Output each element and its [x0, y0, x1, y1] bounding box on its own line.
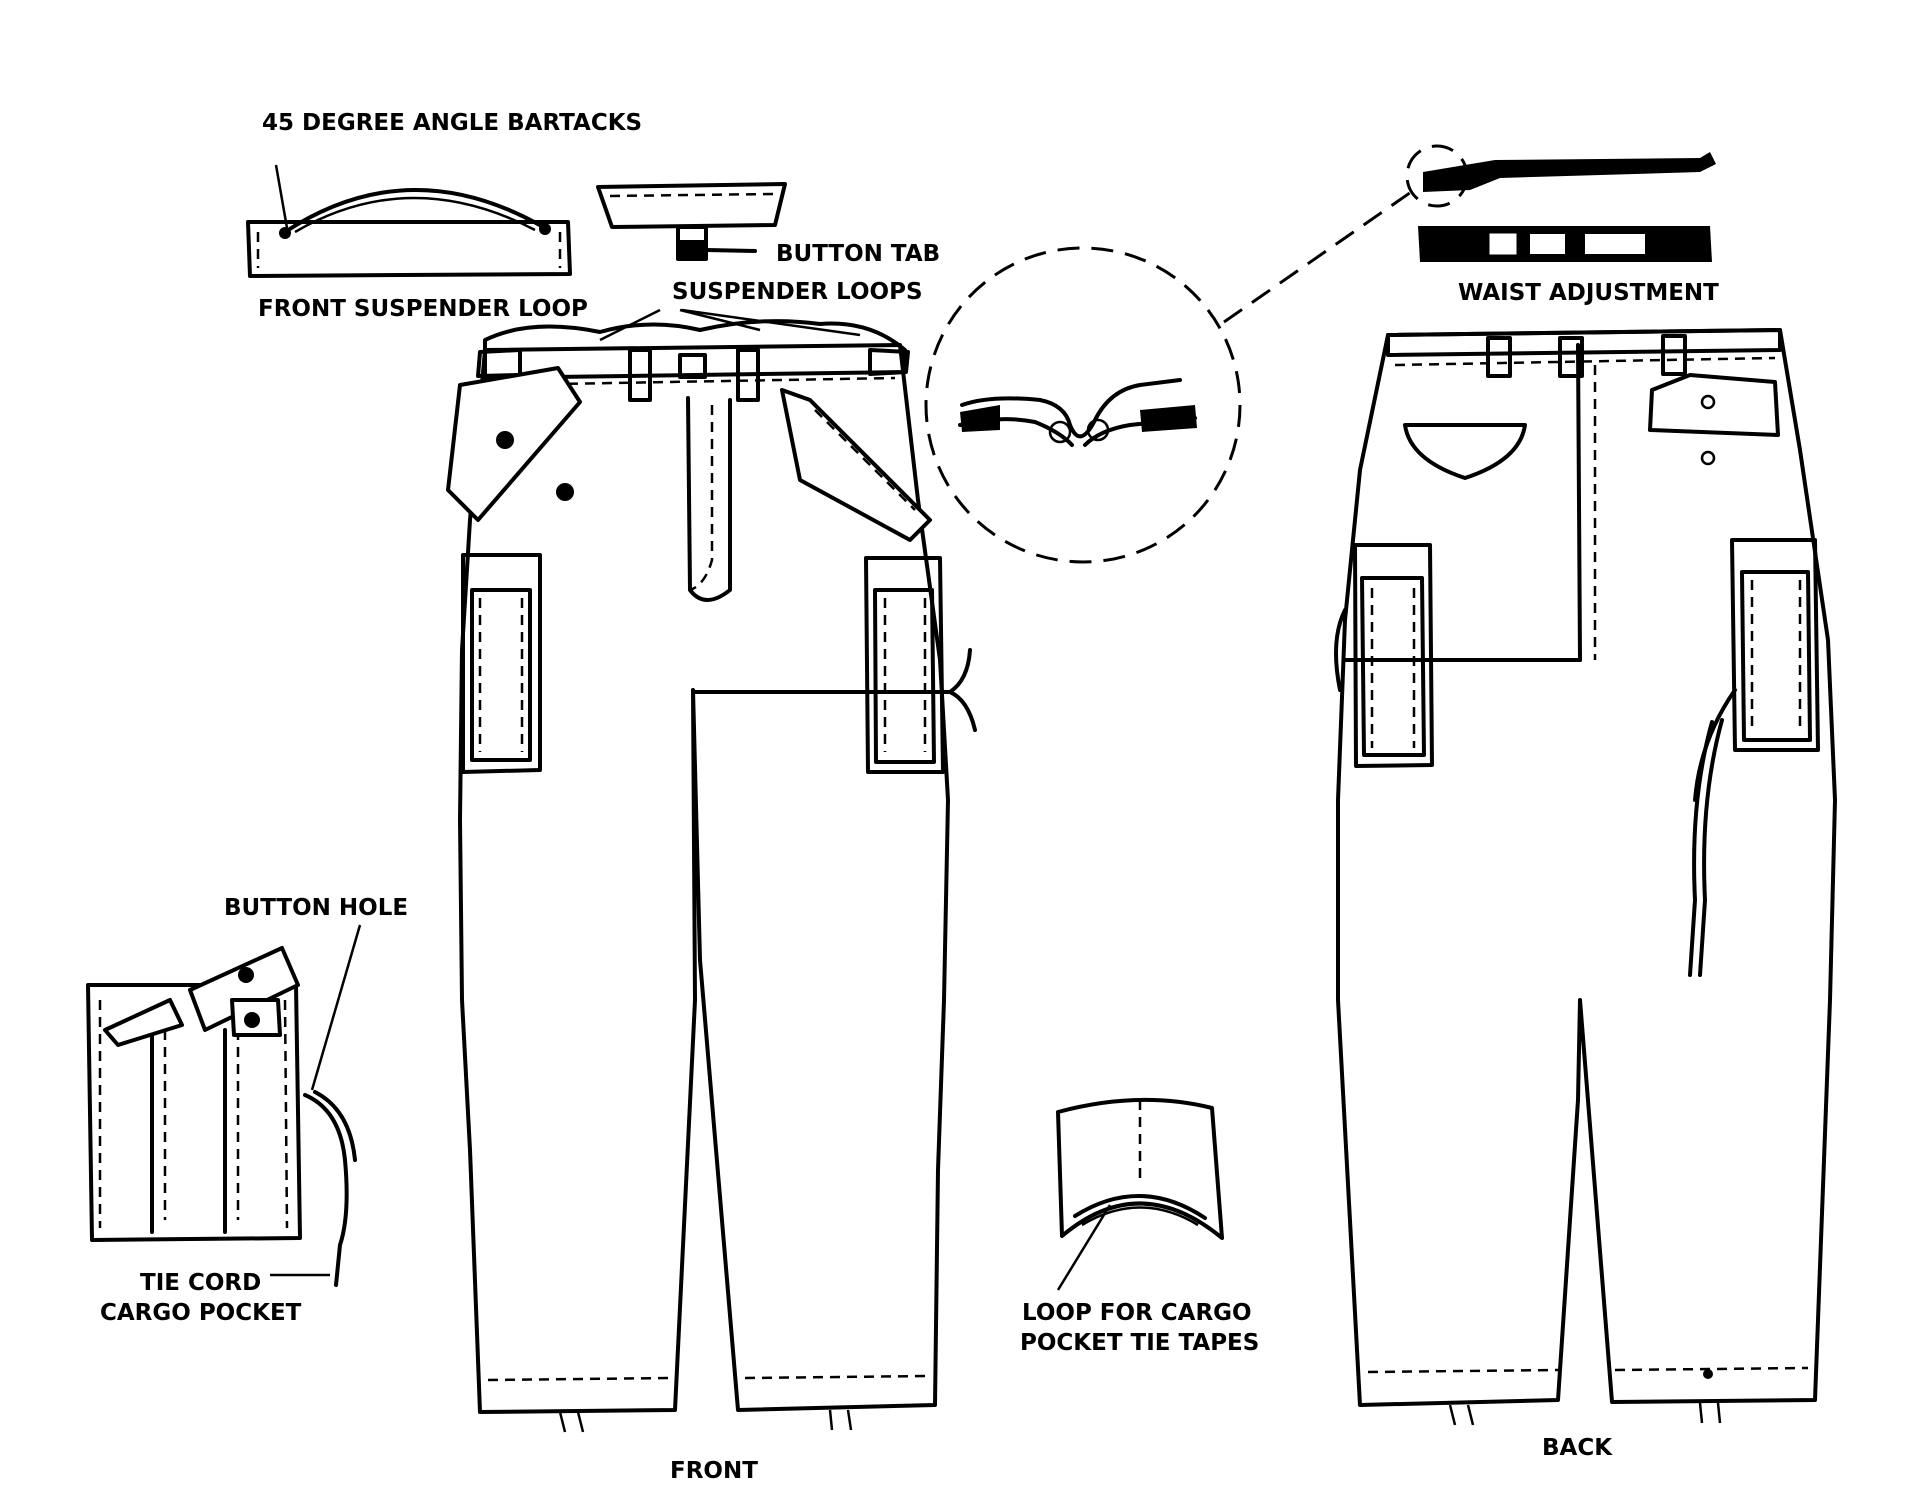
label-tie-tape-loop-line2: POCKET TIE TAPES [1020, 1330, 1259, 1356]
front-suspender-loop-detail [246, 164, 572, 278]
cargo-pocket-detail [86, 924, 362, 1287]
label-waist-adjustment: WAIST ADJUSTMENT [1458, 280, 1719, 306]
label-tie-cord: TIE CORD [140, 1270, 261, 1296]
trousers-back-view [1334, 328, 1837, 1426]
label-bartacks: 45 DEGREE ANGLE BARTACKS [262, 110, 642, 136]
label-front: FRONT [670, 1458, 758, 1483]
label-suspender-loops: SUSPENDER LOOPS [672, 279, 923, 305]
label-back: BACK [1542, 1435, 1613, 1461]
label-button-hole: BUTTON HOLE [224, 895, 408, 921]
button-tab-detail [596, 182, 787, 261]
label-button-tab: BUTTON TAB [776, 241, 940, 267]
labels: 45 DEGREE ANGLE BARTACKS FRONT SUSPENDER… [100, 110, 1719, 1484]
tie-tape-loop-detail [1056, 1097, 1224, 1291]
waist-adjustment-detail [1405, 144, 1716, 262]
label-cargo-pocket: CARGO POCKET [100, 1300, 302, 1326]
trousers-front-view [446, 308, 977, 1433]
magnified-detail-circle [924, 188, 1415, 564]
label-front-suspender-loop: FRONT SUSPENDER LOOP [258, 296, 588, 322]
label-tie-tape-loop-line1: LOOP FOR CARGO [1022, 1300, 1252, 1326]
